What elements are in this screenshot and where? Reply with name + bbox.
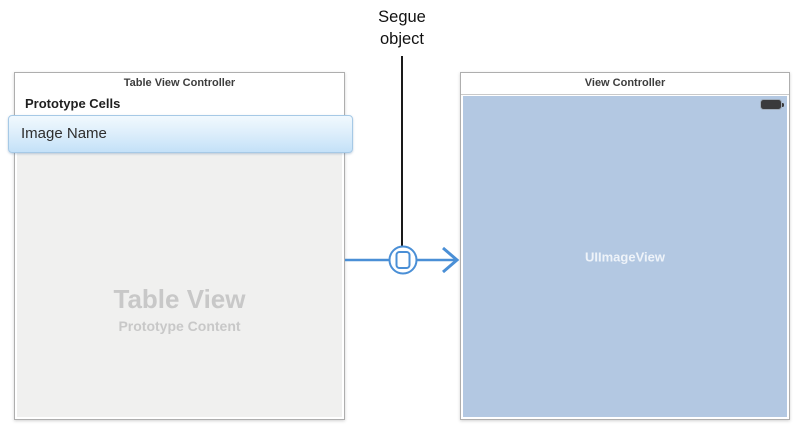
segue-connector[interactable]	[343, 240, 468, 280]
table-view-body[interactable]: Table View Prototype Content	[17, 115, 342, 417]
image-view[interactable]: UIImageView	[463, 96, 787, 417]
segue-icon[interactable]	[388, 245, 418, 275]
view-controller-titlebar[interactable]: View Controller	[461, 73, 789, 95]
annotation-callout-line	[401, 56, 403, 247]
table-view-placeholder: Table View Prototype Content	[17, 285, 342, 336]
table-view-placeholder-subtitle: Prototype Content	[118, 318, 241, 334]
prototype-cells-label: Prototype Cells	[25, 96, 121, 111]
segue-icon-inner-square	[395, 251, 411, 269]
table-view-controller-scene[interactable]: Table View Controller Prototype Cells Ta…	[8, 72, 353, 420]
table-view-controller-titlebar[interactable]: Table View Controller	[15, 73, 344, 95]
table-view-placeholder-title: Table View	[113, 284, 246, 314]
battery-icon	[761, 100, 784, 109]
view-controller-scene[interactable]: View Controller UIImageView	[460, 72, 790, 420]
prototype-cell-selected[interactable]: Image Name	[8, 115, 353, 153]
prototype-cells-row: Prototype Cells	[15, 94, 344, 129]
segue-annotation-label: Segue object	[378, 8, 426, 48]
prototype-cell-label: Image Name	[21, 125, 107, 142]
arrow-head-icon	[442, 246, 460, 274]
uiimageview-label: UIImageView	[585, 249, 665, 264]
